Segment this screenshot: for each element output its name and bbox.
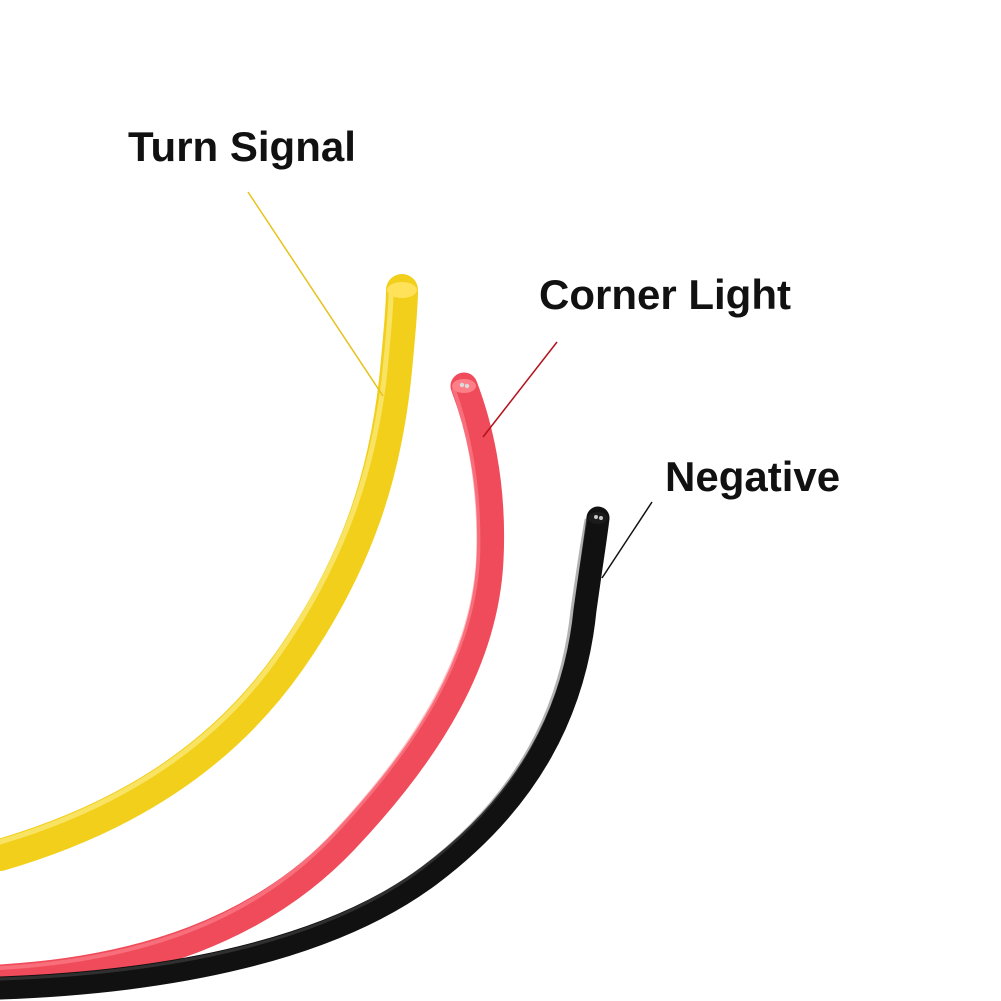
corner-light-label: Corner Light — [539, 271, 791, 318]
turn-signal-label: Turn Signal — [128, 123, 356, 170]
negative-leader — [601, 501, 653, 579]
negative-label: Negative — [665, 453, 840, 500]
corner-light-wire — [0, 372, 505, 992]
turn-signal-leader — [247, 191, 384, 397]
corner-light-leader — [482, 341, 558, 438]
negative-wire — [0, 506, 610, 1000]
turn-signal-wire — [0, 274, 418, 871]
